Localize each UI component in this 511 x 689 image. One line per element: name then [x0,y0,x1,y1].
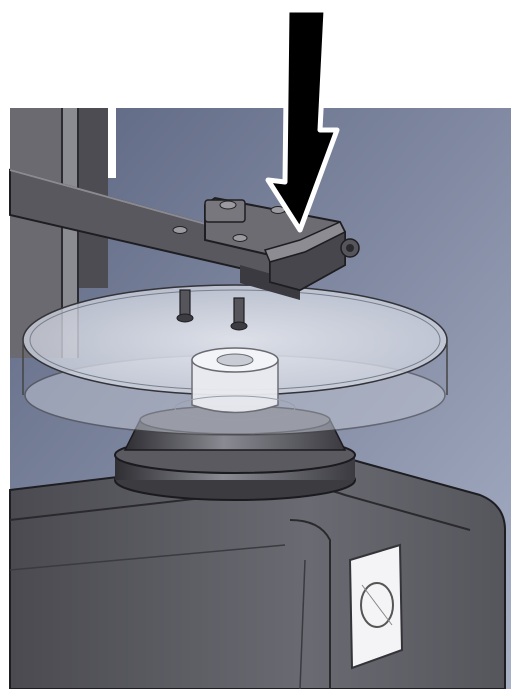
guide-pins [176,289,248,331]
front-panel [348,543,404,670]
down-arrow-icon [265,7,340,233]
center-boss [174,347,296,421]
clamp-head [172,196,360,292]
